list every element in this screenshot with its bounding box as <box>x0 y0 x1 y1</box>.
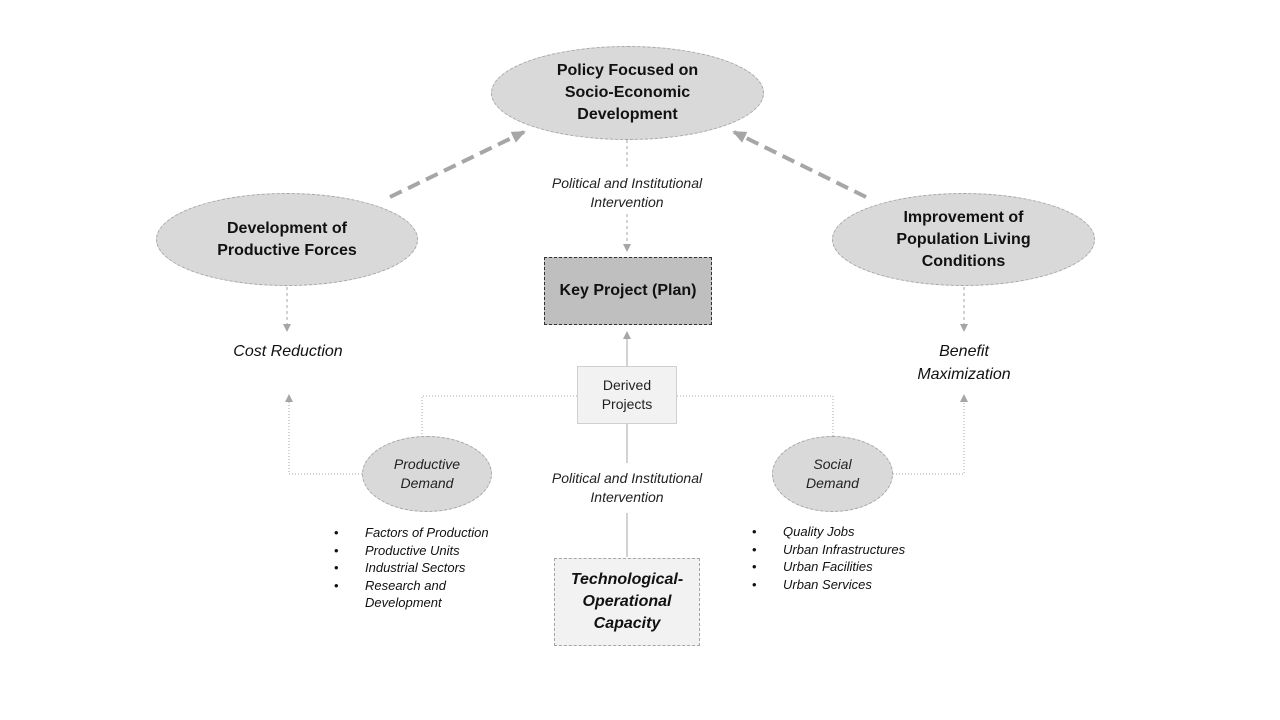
intervention-label-top: Political and Institutional Intervention <box>551 175 703 210</box>
arrow-living-to-policy <box>732 130 867 199</box>
derived-projects-label: Derived Projects <box>601 377 653 412</box>
cost-reduction-label: Cost Reduction <box>233 343 343 360</box>
policy-ellipse: Policy Focused on Socio-Economic Develop… <box>491 46 764 140</box>
tech-capacity-box: Technological-Operational Capacity <box>554 558 700 646</box>
productive-forces-ellipse: Development of Productive Forces <box>156 193 418 286</box>
list-item: Factors of Production <box>334 524 524 542</box>
key-project-label: Key Project (Plan) <box>559 282 697 299</box>
arrow-productive-demand-to-cost-reduction <box>285 394 362 475</box>
key-project-box: Key Project (Plan) <box>544 257 712 325</box>
productive-demand-ellipse: Productive Demand <box>362 436 492 512</box>
social-demand-label: Social Demand <box>806 456 859 491</box>
social-demand-ellipse: Social Demand <box>772 436 893 512</box>
tech-capacity-label: Technological-Operational Capacity <box>570 571 684 632</box>
connector-derived-to-social-demand <box>677 395 834 437</box>
living-conditions-label: Improvement of Population Living Conditi… <box>896 208 1031 270</box>
list-item: Industrial Sectors <box>334 559 524 577</box>
benefit-maximization-label: Benefit Maximization <box>917 343 1011 383</box>
list-item: Urban Facilities <box>752 558 952 576</box>
intervention-label-bottom: Political and Institutional Intervention <box>551 470 703 505</box>
productive-demand-list: Factors of Production Productive Units I… <box>334 524 524 612</box>
list-item: Urban Services <box>752 576 952 594</box>
arrow-forces-to-policy <box>389 130 526 199</box>
list-item: Quality Jobs <box>752 523 952 541</box>
social-demand-list: Quality Jobs Urban Infrastructures Urban… <box>752 523 952 593</box>
derived-projects-box: Derived Projects <box>577 366 677 424</box>
list-item: Research and Development <box>334 577 460 612</box>
list-item: Urban Infrastructures <box>752 541 952 559</box>
arrow-social-demand-to-benefit <box>893 394 968 475</box>
list-item: Productive Units <box>334 542 524 560</box>
connector-derived-to-productive-demand <box>421 395 577 437</box>
policy-label: Policy Focused on Socio-Economic Develop… <box>556 62 699 123</box>
productive-forces-label: Development of Productive Forces <box>217 219 357 259</box>
living-conditions-ellipse: Improvement of Population Living Conditi… <box>832 193 1095 286</box>
productive-demand-label: Productive Demand <box>393 456 461 491</box>
